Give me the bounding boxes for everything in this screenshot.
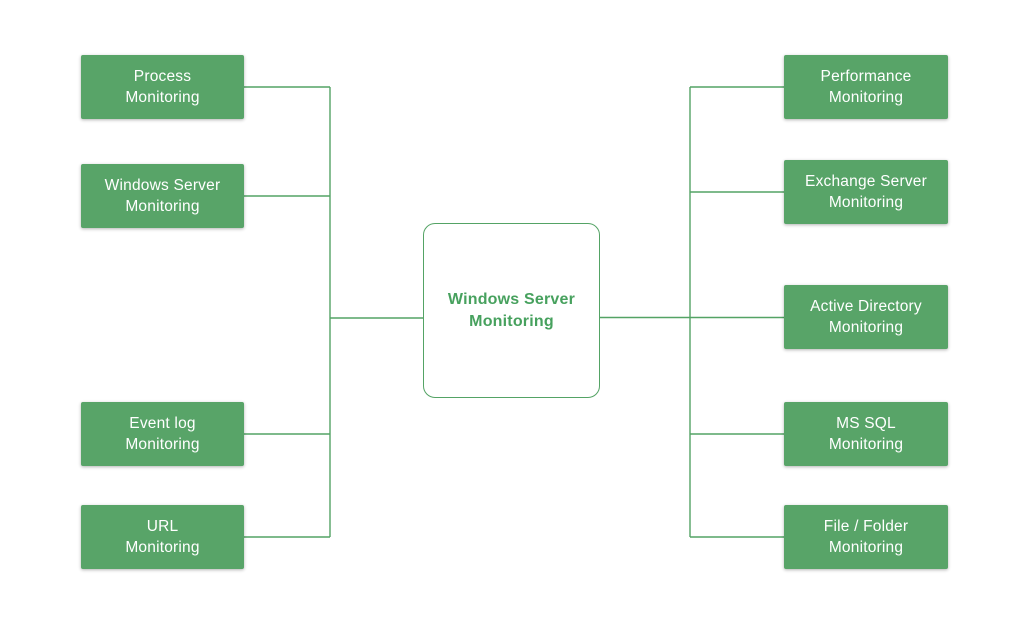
node-label-line1: MS SQL [836, 415, 896, 432]
node-label-line1: URL [146, 518, 179, 535]
node-active-directory-monitoring: Active Directory Monitoring [784, 285, 948, 349]
node-center-windows-server-monitoring: Windows Server Monitoring [423, 223, 600, 398]
node-label-line1: Event log [129, 415, 196, 432]
node-ms-sql-monitoring: MS SQL Monitoring [784, 402, 948, 466]
node-performance-monitoring: Performance Monitoring [784, 55, 948, 119]
node-label-line2: Monitoring [125, 436, 200, 453]
node-label-line1: File / Folder [823, 518, 909, 535]
node-label-line1: Exchange Server [805, 173, 927, 190]
node-file-folder-monitoring: File / Folder Monitoring [784, 505, 948, 569]
node-exchange-server-monitoring: Exchange Server Monitoring [784, 160, 948, 224]
node-windows-server-monitoring-left: Windows Server Monitoring [81, 164, 244, 228]
node-label-line2: Monitoring [828, 89, 904, 106]
node-label-line2: Monitoring [125, 89, 200, 106]
node-label-line1: Process [133, 68, 192, 85]
node-label-line2: Monitoring [828, 319, 904, 336]
center-label-line2: Monitoring [469, 312, 554, 330]
node-label-line1: Windows Server [104, 177, 221, 194]
node-label-line2: Monitoring [828, 436, 904, 453]
node-label-line2: Monitoring [125, 539, 200, 556]
center-label-line1: Windows Server [447, 290, 576, 308]
node-label-line2: Monitoring [828, 539, 904, 556]
node-label-line1: Performance [820, 68, 912, 85]
node-url-monitoring: URL Monitoring [81, 505, 244, 569]
node-process-monitoring: Process Monitoring [81, 55, 244, 119]
node-label-line1: Active Directory [810, 298, 922, 315]
node-event-log-monitoring: Event log Monitoring [81, 402, 244, 466]
node-label-line2: Monitoring [125, 198, 200, 215]
node-label-line2: Monitoring [828, 194, 904, 211]
